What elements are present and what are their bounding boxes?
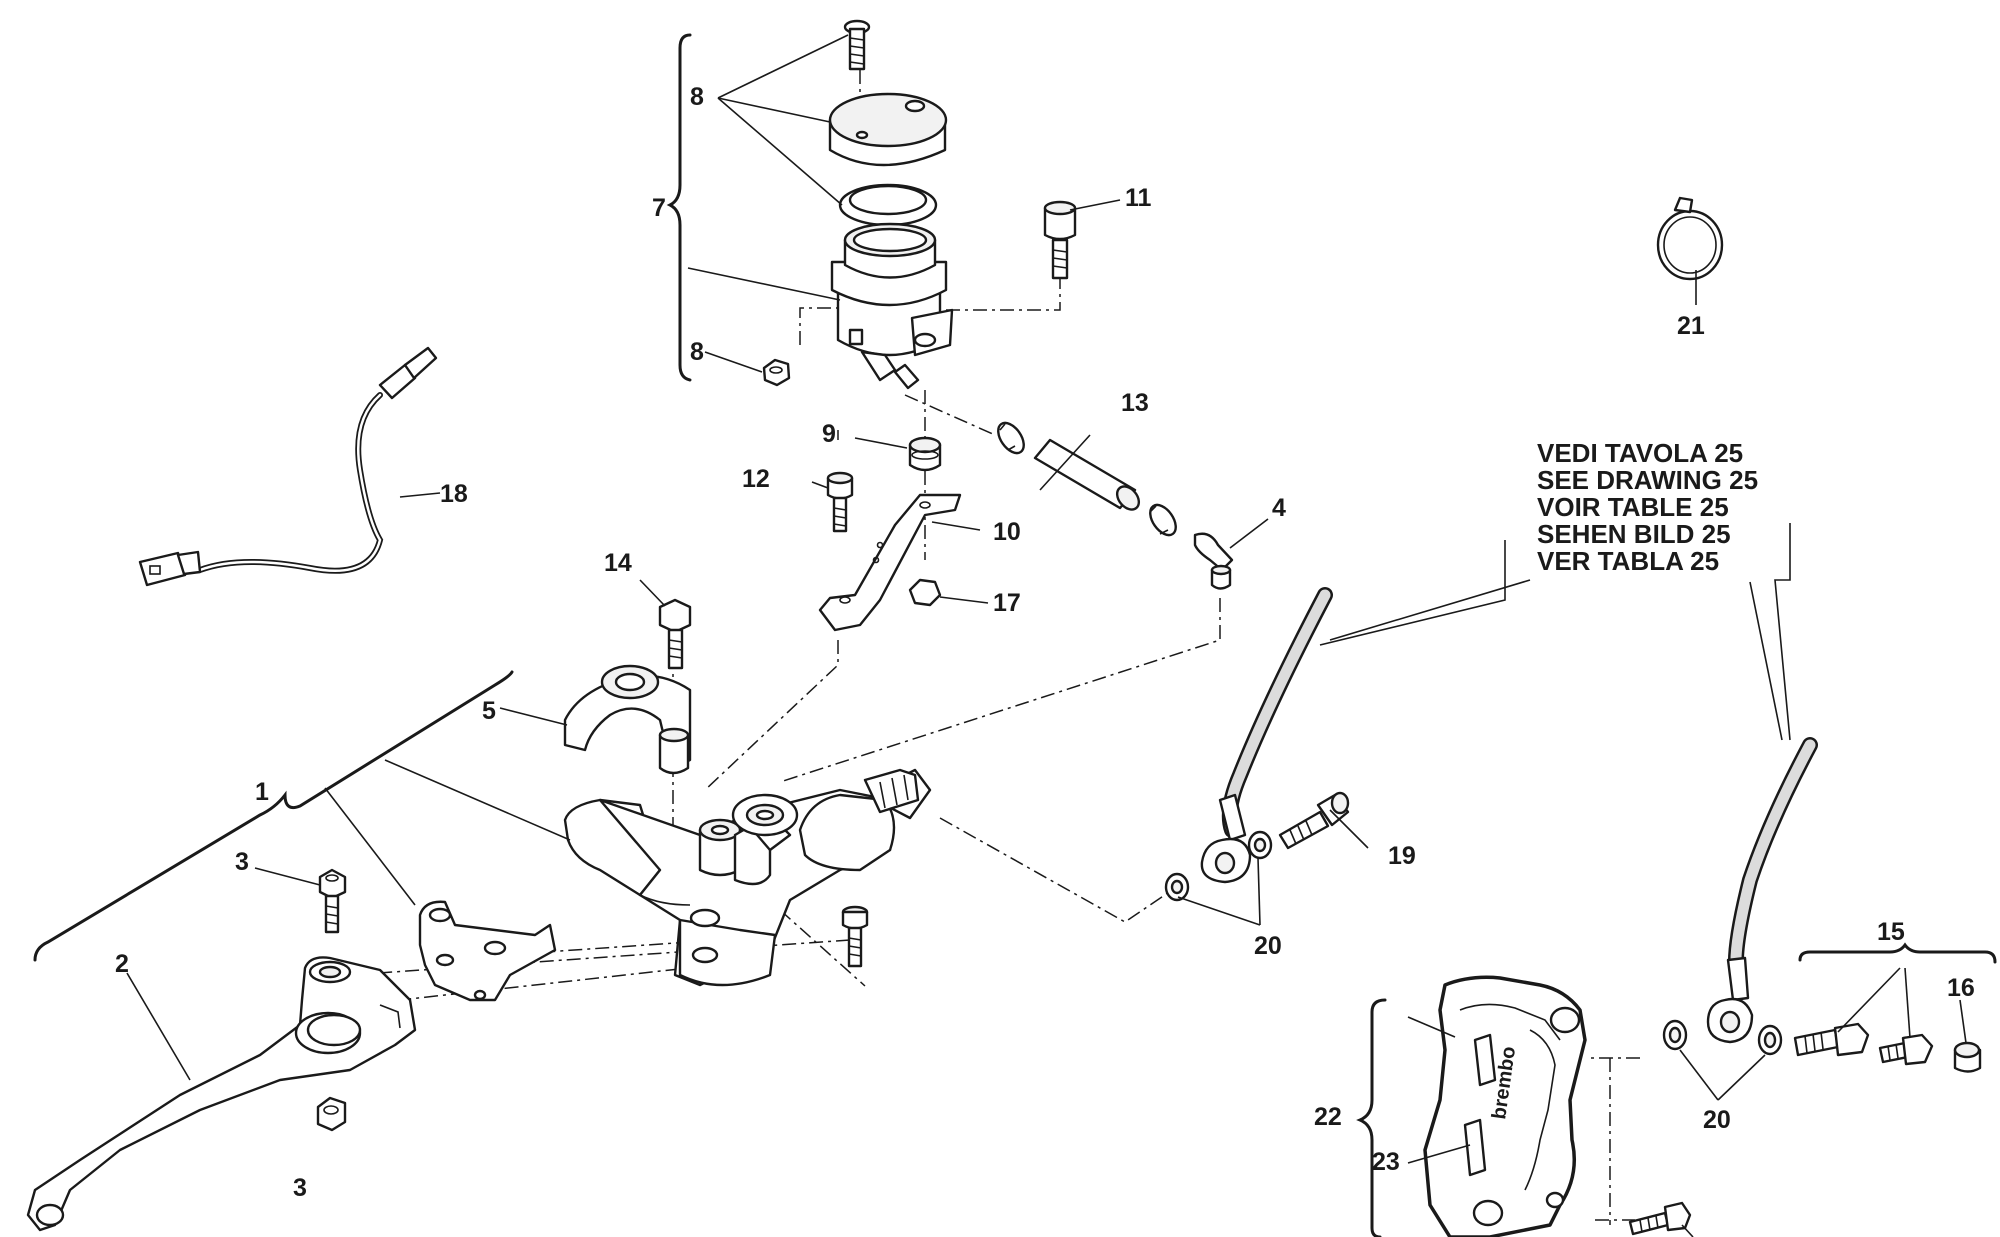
brace-15 (1798, 942, 1997, 964)
pivot-screw (841, 905, 869, 968)
callout-22: 22 (1314, 1103, 1342, 1131)
callout-23: 23 (1372, 1148, 1400, 1176)
callout-numbers: 1 2 3 3 4 5 7 8 8 9 10 11 12 13 14 15 16… (115, 83, 1975, 1202)
screw-12 (826, 471, 854, 533)
banjo-fitting-upper (1200, 793, 1252, 884)
cap-screw (843, 19, 871, 71)
hose-clamp (1656, 196, 1724, 281)
brake-lever (26, 956, 417, 1232)
callout-5: 5 (482, 697, 496, 725)
note-line-de: SEHEN BILD 25 (1537, 519, 1731, 549)
sealing-washer-upper-a (1164, 872, 1190, 902)
callout-17: 17 (993, 589, 1021, 617)
callout-20-upper: 20 (1254, 932, 1282, 960)
note-line-it: VEDI TAVOLA 25 (1537, 438, 1743, 468)
reference-note: VEDI TAVOLA 25 SEE DRAWING 25 VOIR TABLE… (1537, 438, 1758, 576)
brake-caliper: brembo (1423, 975, 1587, 1237)
callout-18: 18 (440, 480, 468, 508)
grommet (908, 436, 942, 472)
callout-3-bottom: 3 (293, 1174, 307, 1202)
sensor-cable (138, 346, 438, 587)
reference-note-pointers (1319, 523, 1791, 741)
lever-pivot-nut (316, 1096, 347, 1132)
callout-16: 16 (1947, 974, 1975, 1002)
callout-13: 13 (1121, 389, 1149, 417)
brace-22 (1356, 998, 1387, 1237)
front-brake-hose-a (1221, 587, 1333, 838)
lever-pivot-bolt (318, 868, 347, 934)
banjo-bolt-19 (1278, 791, 1350, 850)
callout-8-top: 8 (690, 83, 704, 111)
callout-4: 4 (1272, 494, 1286, 522)
callout-14: 14 (604, 549, 632, 577)
callout-10: 10 (993, 518, 1021, 546)
callout-11: 11 (1125, 184, 1152, 212)
reservoir-body (830, 222, 954, 382)
nut-17 (908, 578, 942, 607)
callout-20-lower: 20 (1703, 1106, 1731, 1134)
reservoir-cap (828, 92, 948, 167)
handlebar-clamp-half (563, 664, 692, 775)
sealing-washer-lower-a (1662, 1019, 1688, 1051)
note-line-en: SEE DRAWING 25 (1537, 465, 1758, 495)
diaphragm-seal (838, 183, 938, 227)
front-brake-hose-b (1727, 737, 1818, 973)
bleed-valve-body (1793, 1022, 1870, 1057)
master-cylinder-body (563, 768, 932, 987)
sealing-washer-lower-b (1757, 1024, 1783, 1056)
callout-9: 9 (822, 420, 836, 448)
hose-13 (1033, 438, 1141, 511)
hose-clip-b (1149, 503, 1177, 537)
brace-7 (666, 33, 692, 382)
screw-11 (1043, 200, 1077, 280)
screw-14 (658, 598, 692, 670)
bracket-10 (818, 493, 962, 632)
callout-21: 21 (1677, 312, 1705, 340)
reservoir-fitting (893, 363, 920, 390)
note-line-fr: VOIR TABLE 25 (1537, 492, 1729, 522)
banjo-fitting-4 (1193, 532, 1234, 590)
callout-19: 19 (1388, 842, 1416, 870)
reservoir-nut (762, 358, 791, 387)
callout-3-top: 3 (235, 848, 249, 876)
callout-8-bottom: 8 (690, 338, 704, 366)
caliper-mount-bolt (1628, 1201, 1692, 1236)
callout-1: 1 (255, 778, 269, 806)
hose-clip-a (997, 421, 1025, 455)
callout-15: 15 (1877, 918, 1905, 946)
leader-lines (126, 34, 1967, 1237)
banjo-fitting-lower (1706, 956, 1754, 1044)
bleed-cap (1953, 1041, 1982, 1073)
callout-2: 2 (115, 950, 129, 978)
lever-bracket (418, 900, 557, 1002)
brace-1 (33, 670, 514, 962)
callout-12: 12 (742, 465, 770, 493)
sealing-washer-upper-b (1247, 830, 1273, 860)
note-line-es: VER TABLA 25 (1537, 546, 1719, 576)
bleed-screw (1878, 1033, 1934, 1066)
callout-7: 7 (652, 194, 666, 222)
